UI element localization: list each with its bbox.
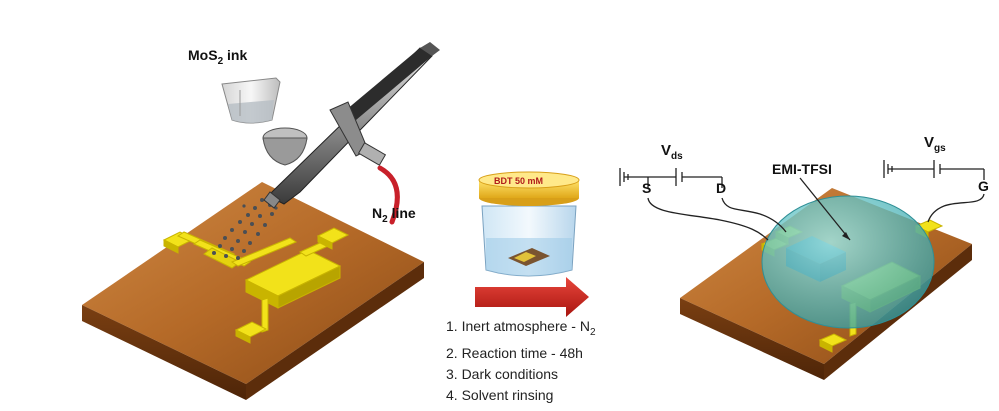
circuit-wires	[619, 160, 985, 241]
step-item: 1. Inert atmosphere - N2	[446, 318, 596, 338]
n2-line-label: N2 line	[372, 205, 416, 225]
gate-label: G	[978, 178, 989, 194]
left-electrodes	[162, 227, 350, 344]
vds-label: Vds	[661, 142, 683, 162]
emi-tfsi-label: EMI-TFSI	[772, 161, 832, 177]
step-item: 2. Reaction time - 48h	[446, 344, 583, 361]
step-item: 4. Solvent rinsing	[446, 386, 554, 403]
emi-pointer-arrowhead	[842, 232, 850, 240]
step-item: 3. Dark conditions	[446, 365, 559, 382]
mos2-ink-label: MoS2 ink	[188, 47, 248, 67]
ionic-liquid-droplet	[761, 195, 935, 329]
beaker-icon	[221, 77, 281, 124]
mos2-spray-particles	[212, 196, 282, 260]
process-arrow	[475, 277, 589, 317]
bdt-jar-icon	[478, 171, 580, 277]
airbrush	[262, 42, 440, 225]
jar-label: BDT 50 mM	[494, 176, 544, 186]
source-label: S	[642, 180, 652, 196]
drain-label: D	[716, 180, 727, 196]
vgs-label: Vgs	[924, 134, 946, 154]
process-steps: 1. Inert atmosphere - N2 2. Reaction tim…	[446, 316, 596, 406]
